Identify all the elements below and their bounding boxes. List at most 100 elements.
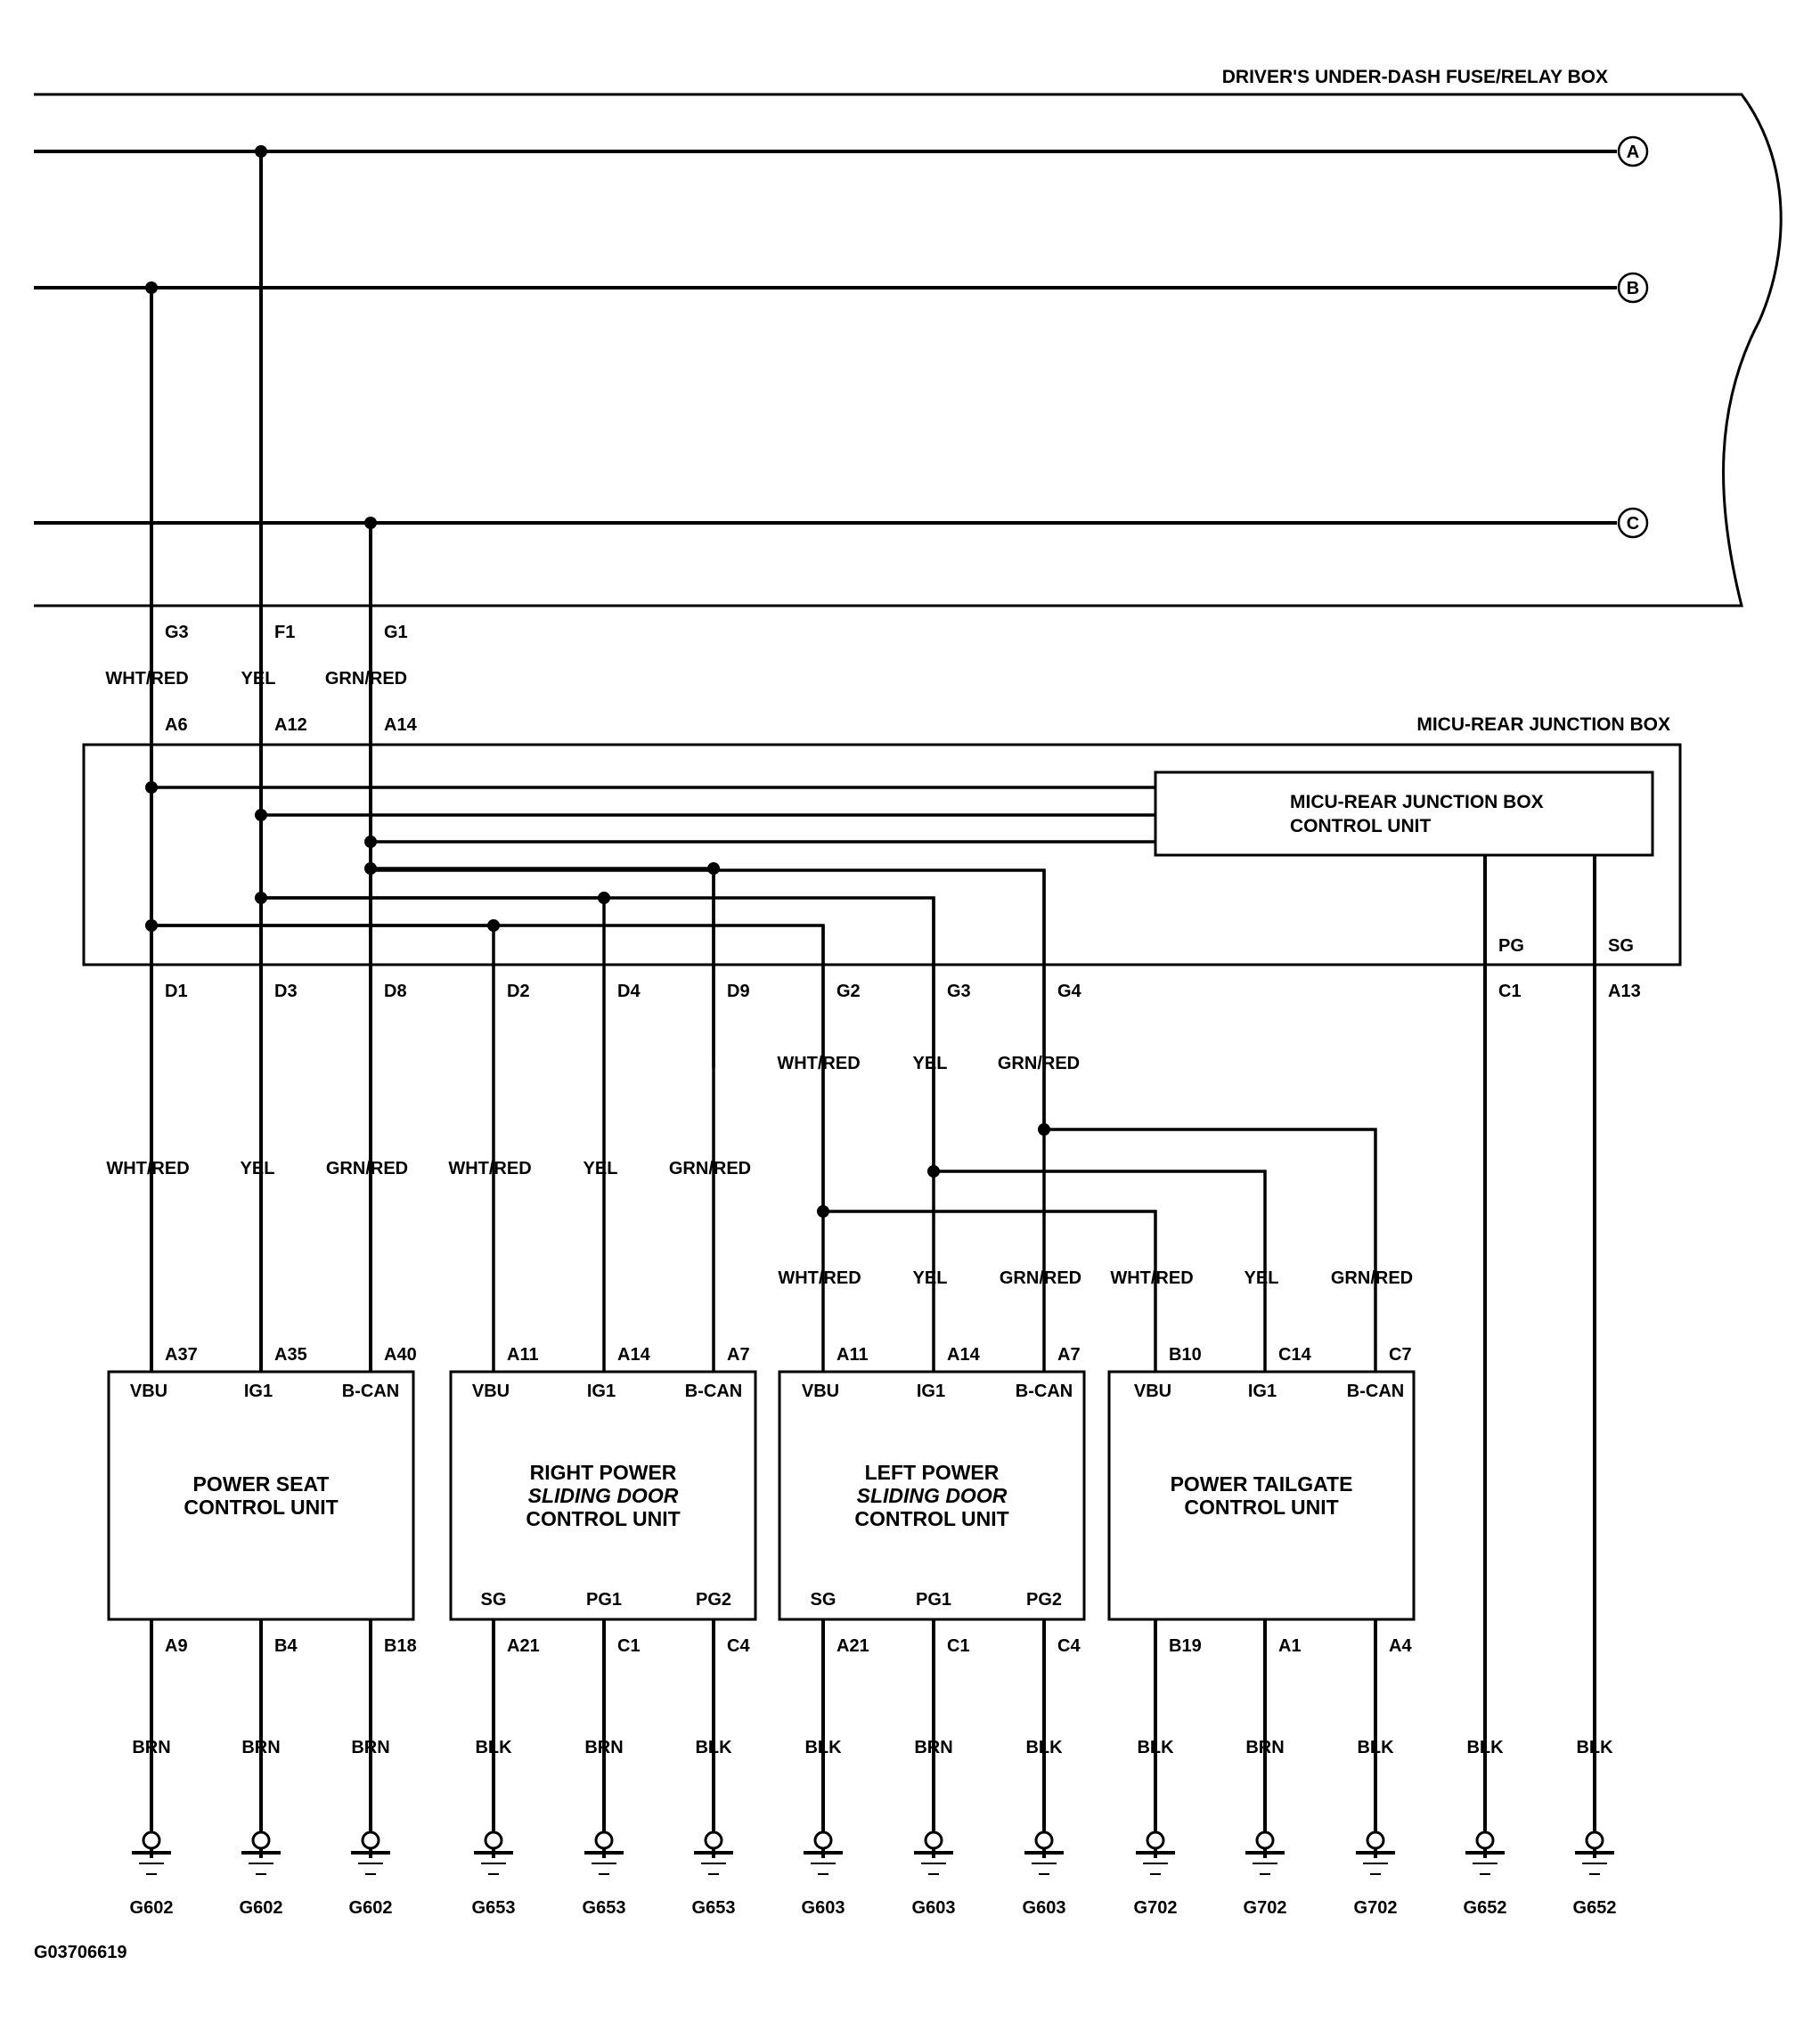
split-label-yel: YEL bbox=[913, 1054, 948, 1073]
micu-out-g4: G4 bbox=[1057, 982, 1082, 1001]
micu-out-g2: G2 bbox=[837, 982, 861, 1001]
fuse-box-title: DRIVER'S UNDER-DASH FUSE/RELAY BOX bbox=[1222, 67, 1608, 87]
ground-wire-color: BLK bbox=[1466, 1738, 1504, 1757]
unit-top-terminal: A14 bbox=[617, 1345, 651, 1365]
ground-id: G702 bbox=[1244, 1898, 1287, 1918]
unit-top-terminal: B10 bbox=[1169, 1345, 1202, 1365]
upper-terminal-f1: F1 bbox=[274, 623, 295, 642]
splice-dot bbox=[707, 862, 720, 875]
splice-dot bbox=[255, 145, 267, 158]
bus-lines bbox=[34, 150, 1617, 525]
ground-symbol-icon bbox=[1245, 1830, 1285, 1875]
unit-bottom-pin-label: PG1 bbox=[916, 1590, 951, 1610]
micu-out-d2: D2 bbox=[507, 982, 530, 1001]
unit-top-terminal: A14 bbox=[947, 1345, 981, 1365]
unit-top-terminal: A7 bbox=[1057, 1345, 1081, 1365]
ground-id: G603 bbox=[912, 1898, 956, 1918]
unit-3-wire-color-3: GRN/RED bbox=[1000, 1268, 1081, 1288]
unit-bottom-pin-label: PG2 bbox=[696, 1590, 731, 1610]
unit-top-terminal: A35 bbox=[274, 1345, 307, 1365]
ground-id: G602 bbox=[130, 1898, 174, 1918]
unit-bottom-terminal: C1 bbox=[947, 1636, 970, 1656]
main-wires bbox=[150, 151, 372, 1400]
splice-dot bbox=[817, 1205, 829, 1218]
unit-pin-label: B-CAN bbox=[1016, 1382, 1073, 1401]
control-unit-name: CONTROL UNIT bbox=[526, 1507, 680, 1530]
unit-pin-label: B-CAN bbox=[685, 1382, 742, 1401]
split-label-wht-red: WHT/RED bbox=[777, 1054, 860, 1073]
splice-dot bbox=[364, 862, 377, 875]
ground-wire-color: BLK bbox=[804, 1738, 842, 1757]
micu-out-g3: G3 bbox=[947, 982, 971, 1001]
bus-b-marker bbox=[1617, 272, 1649, 304]
unit-bottom-pin-label: PG2 bbox=[1026, 1590, 1062, 1610]
micu-control-unit-box bbox=[1154, 770, 1654, 857]
micu-terminal-a12: A12 bbox=[274, 715, 307, 735]
unit-2-wire-color-2: YEL bbox=[584, 1159, 618, 1178]
splice-dot bbox=[1038, 1123, 1050, 1136]
unit-top-terminal: C7 bbox=[1389, 1345, 1412, 1365]
bus-a-label: A bbox=[1627, 143, 1639, 162]
upper-wire-color-wht-red: WHT/RED bbox=[105, 669, 188, 689]
unit-bottom-terminal: A21 bbox=[507, 1636, 540, 1656]
ground-wire-color: BLK bbox=[1137, 1738, 1174, 1757]
upper-wire-color-grn-red: GRN/RED bbox=[325, 669, 407, 689]
ground-wire-color: BLK bbox=[1025, 1738, 1063, 1757]
unit-1-wire-color-1: WHT/RED bbox=[106, 1159, 189, 1178]
fuse-relay-box bbox=[34, 93, 1783, 607]
ground-id: G602 bbox=[349, 1898, 393, 1918]
micu-out-d3: D3 bbox=[274, 982, 298, 1001]
ground-symbol-icon bbox=[1465, 1830, 1505, 1875]
ground-wire-color: BLK bbox=[695, 1738, 732, 1757]
unit-top-terminal: A7 bbox=[727, 1345, 750, 1365]
splice-dot bbox=[255, 809, 267, 821]
ground-id: G602 bbox=[240, 1898, 283, 1918]
control-unit-box bbox=[449, 1370, 757, 1621]
upper-wire-color-yel: YEL bbox=[241, 669, 276, 689]
ground-symbol-icon bbox=[1024, 1830, 1064, 1875]
micu-sg-terminal: A13 bbox=[1608, 982, 1641, 1001]
branch-wires bbox=[821, 870, 1377, 1400]
unit-2-wire-color-3: GRN/RED bbox=[669, 1159, 751, 1178]
micu-junction-box bbox=[82, 743, 1682, 966]
ground-wire-color: BRN bbox=[241, 1738, 280, 1757]
splice-dot bbox=[364, 517, 377, 529]
splice-dot bbox=[145, 781, 158, 794]
unit-1-wire-color-2: YEL bbox=[241, 1159, 275, 1178]
ground-id: G603 bbox=[802, 1898, 845, 1918]
micu-control-unit-line1: MICU-REAR JUNCTION BOX bbox=[1290, 792, 1544, 812]
unit-bottom-pin-label: PG1 bbox=[586, 1590, 622, 1610]
micu-ground-wires bbox=[1483, 855, 1596, 1858]
unit-bottom-terminal: B18 bbox=[384, 1636, 417, 1656]
unit-4-wire-color-3: GRN/RED bbox=[1331, 1268, 1413, 1288]
unit-pin-label: IG1 bbox=[244, 1382, 273, 1401]
unit-pin-label: VBU bbox=[1134, 1382, 1171, 1401]
ground-id: G653 bbox=[472, 1898, 516, 1918]
unit-pin-label: IG1 bbox=[1248, 1382, 1277, 1401]
micu-title: MICU-REAR JUNCTION BOX bbox=[1416, 714, 1670, 735]
ground-wire-color: BLK bbox=[1357, 1738, 1394, 1757]
unit-3-wire-color-2: YEL bbox=[913, 1268, 948, 1288]
unit-bottom-terminal: A4 bbox=[1389, 1636, 1412, 1656]
micu-pg-label: PG bbox=[1498, 936, 1524, 956]
splice-dot bbox=[364, 836, 377, 848]
unit-pin-label: IG1 bbox=[587, 1382, 616, 1401]
unit-top-terminal: A11 bbox=[507, 1345, 539, 1365]
bus-c-marker bbox=[1617, 507, 1649, 539]
unit-4-wire-color-1: WHT/RED bbox=[1110, 1268, 1193, 1288]
unit-pin-label: VBU bbox=[472, 1382, 510, 1401]
fuse-box-outline bbox=[34, 93, 1783, 607]
splice-dot bbox=[145, 281, 158, 294]
ground-symbol-icon bbox=[804, 1830, 843, 1875]
unit-bottom-terminal: B4 bbox=[274, 1636, 298, 1656]
unit-bottom-terminal: C1 bbox=[617, 1636, 641, 1656]
unit-bottom-terminal: C4 bbox=[1057, 1636, 1081, 1656]
ground-id: G652 bbox=[1573, 1898, 1617, 1918]
ground-wire-color: BRN bbox=[584, 1738, 623, 1757]
unit-pin-label: B-CAN bbox=[342, 1382, 399, 1401]
ground-id: G702 bbox=[1354, 1898, 1398, 1918]
ground-id: G603 bbox=[1023, 1898, 1066, 1918]
control-unit-name: POWER SEAT bbox=[193, 1472, 330, 1496]
